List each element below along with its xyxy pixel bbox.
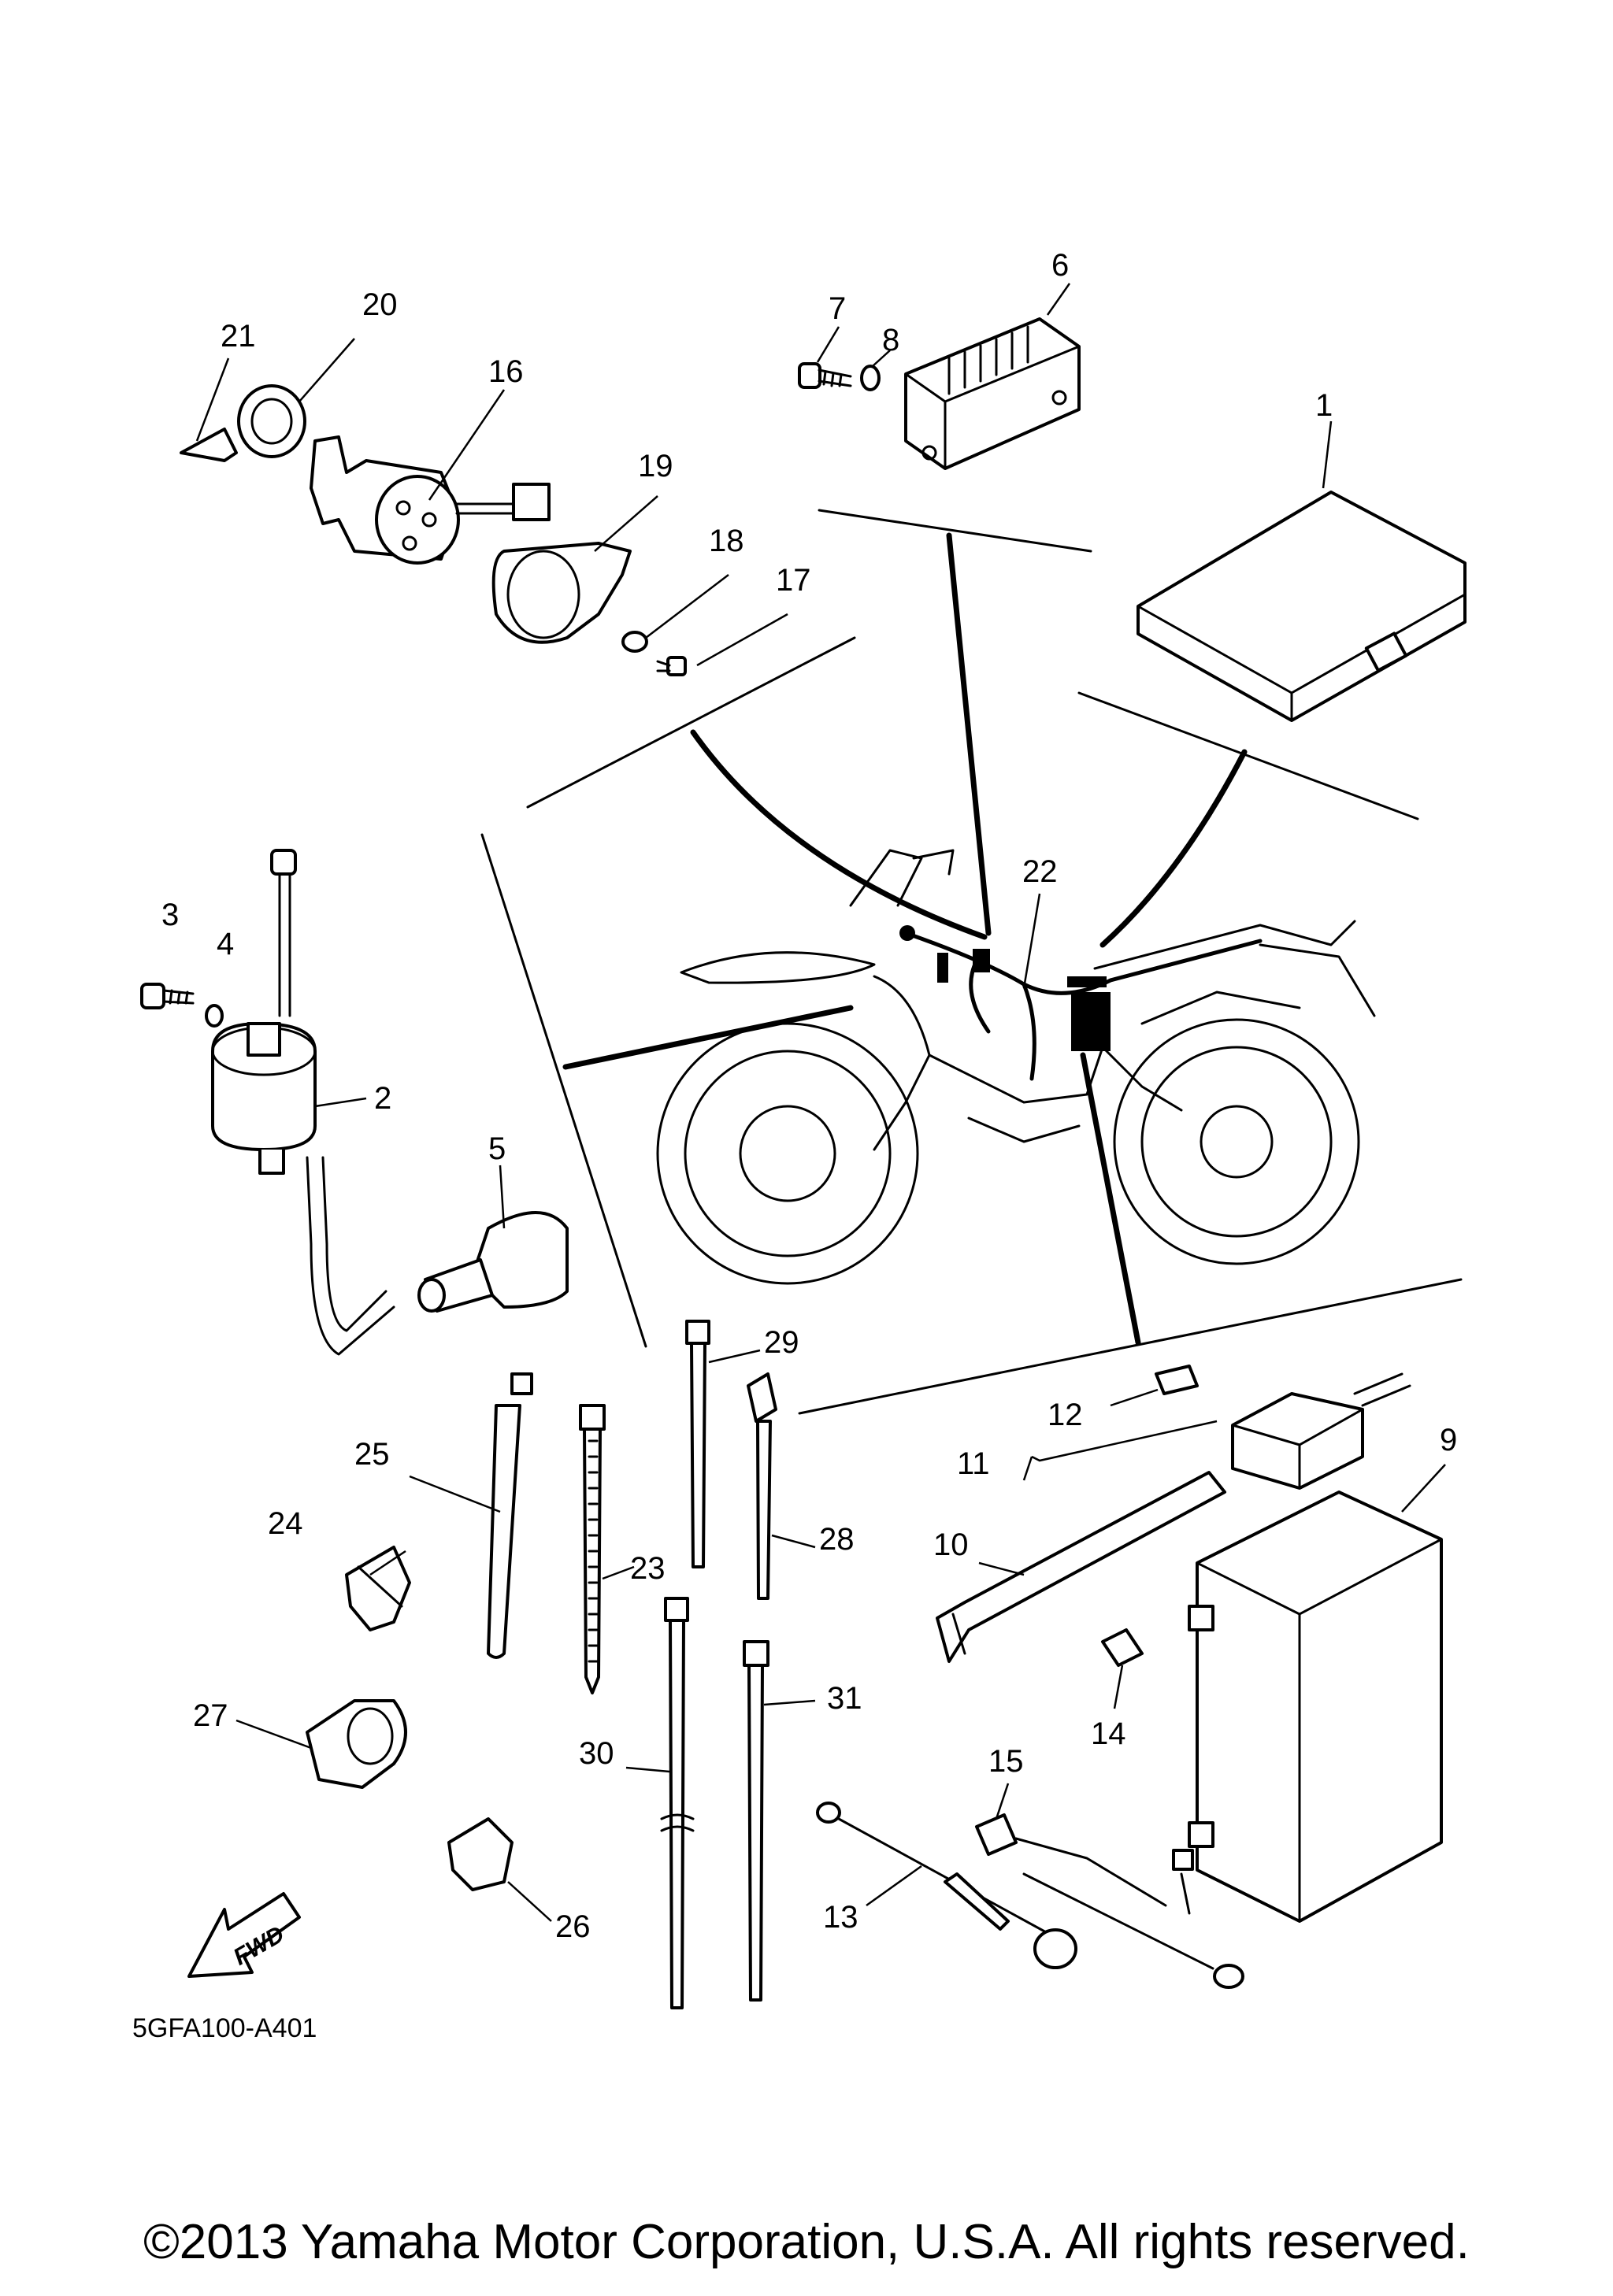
callout-27: 27 bbox=[193, 1698, 228, 1733]
lead-13 bbox=[816, 1802, 1244, 1989]
drawing-code: 5GFA100-A401 bbox=[132, 2013, 317, 2043]
fuse-12 bbox=[1155, 1365, 1199, 1395]
sector-lines bbox=[480, 509, 1463, 1415]
callout-13: 13 bbox=[823, 1900, 858, 1935]
ignition-coil bbox=[211, 849, 395, 1356]
bolt-3 bbox=[140, 983, 195, 1009]
cable-tie-30 bbox=[660, 1597, 695, 2009]
cable-tie-29 bbox=[685, 1320, 710, 1568]
cap-21 bbox=[180, 428, 238, 462]
callout-14: 14 bbox=[1091, 1716, 1126, 1751]
callout-25: 25 bbox=[354, 1437, 390, 1472]
callout-2: 2 bbox=[374, 1081, 391, 1116]
callout-5: 5 bbox=[488, 1131, 506, 1166]
callout-22: 22 bbox=[1022, 854, 1058, 889]
leader-lines bbox=[195, 283, 1446, 1922]
callout-8: 8 bbox=[882, 323, 899, 357]
callout-17: 17 bbox=[776, 563, 811, 598]
battery-band-10 bbox=[936, 1471, 1226, 1663]
callout-19: 19 bbox=[638, 449, 673, 483]
callout-6: 6 bbox=[1051, 248, 1069, 283]
callout-4: 4 bbox=[217, 927, 234, 961]
washer-8 bbox=[860, 365, 881, 391]
battery-9 bbox=[1188, 1491, 1443, 1923]
callout-23: 23 bbox=[630, 1551, 666, 1586]
callout-21: 21 bbox=[221, 319, 256, 354]
clamp-28 bbox=[747, 1372, 777, 1600]
callout-12: 12 bbox=[1048, 1398, 1083, 1432]
clamp-24 bbox=[345, 1546, 411, 1631]
clamp-26 bbox=[447, 1817, 514, 1891]
callout-24: 24 bbox=[268, 1506, 303, 1541]
copyright-notice: ©2013 Yamaha Motor Corporation, U.S.A. A… bbox=[143, 2215, 1470, 2269]
wire-harness bbox=[899, 925, 1263, 1081]
bolt-7 bbox=[798, 362, 852, 389]
callout-numbers: 1 2 3 4 5 6 7 8 9 10 11 12 13 14 15 16 1… bbox=[161, 248, 1457, 1944]
callout-28: 28 bbox=[819, 1522, 855, 1557]
callout-16: 16 bbox=[488, 354, 524, 389]
motorcycle-outline bbox=[656, 849, 1376, 1285]
callout-9: 9 bbox=[1440, 1423, 1457, 1457]
callout-30: 30 bbox=[579, 1736, 614, 1771]
fuse-holder-15 bbox=[975, 1813, 1194, 1915]
callout-7: 7 bbox=[829, 291, 846, 326]
connector-11 bbox=[1231, 1372, 1411, 1490]
callout-26: 26 bbox=[555, 1909, 591, 1944]
cable-tie-23 bbox=[579, 1404, 606, 1694]
callout-11: 11 bbox=[957, 1446, 990, 1481]
callout-15: 15 bbox=[988, 1744, 1024, 1779]
regulator-unit bbox=[904, 317, 1081, 470]
callout-31: 31 bbox=[827, 1681, 862, 1716]
main-switch bbox=[310, 435, 551, 565]
clip-14 bbox=[1101, 1628, 1144, 1667]
screw-17 bbox=[656, 656, 687, 676]
callout-18: 18 bbox=[709, 524, 744, 558]
fwd-arrow-icon: FWD bbox=[187, 1892, 301, 1978]
grommet-20 bbox=[237, 384, 306, 458]
callout-1: 1 bbox=[1315, 388, 1333, 423]
cable-tie-31 bbox=[743, 1640, 769, 2002]
callout-10: 10 bbox=[933, 1528, 969, 1562]
callout-3: 3 bbox=[161, 898, 179, 932]
washer-18 bbox=[621, 631, 648, 653]
band-25 bbox=[487, 1372, 533, 1659]
callout-20: 20 bbox=[362, 287, 398, 322]
callout-29: 29 bbox=[764, 1325, 799, 1360]
switch-cover-19 bbox=[491, 542, 632, 644]
washer-4 bbox=[205, 1004, 224, 1028]
ecu-unit bbox=[1137, 491, 1467, 722]
plug-cap-5 bbox=[417, 1211, 569, 1313]
clamp-27 bbox=[306, 1699, 407, 1789]
